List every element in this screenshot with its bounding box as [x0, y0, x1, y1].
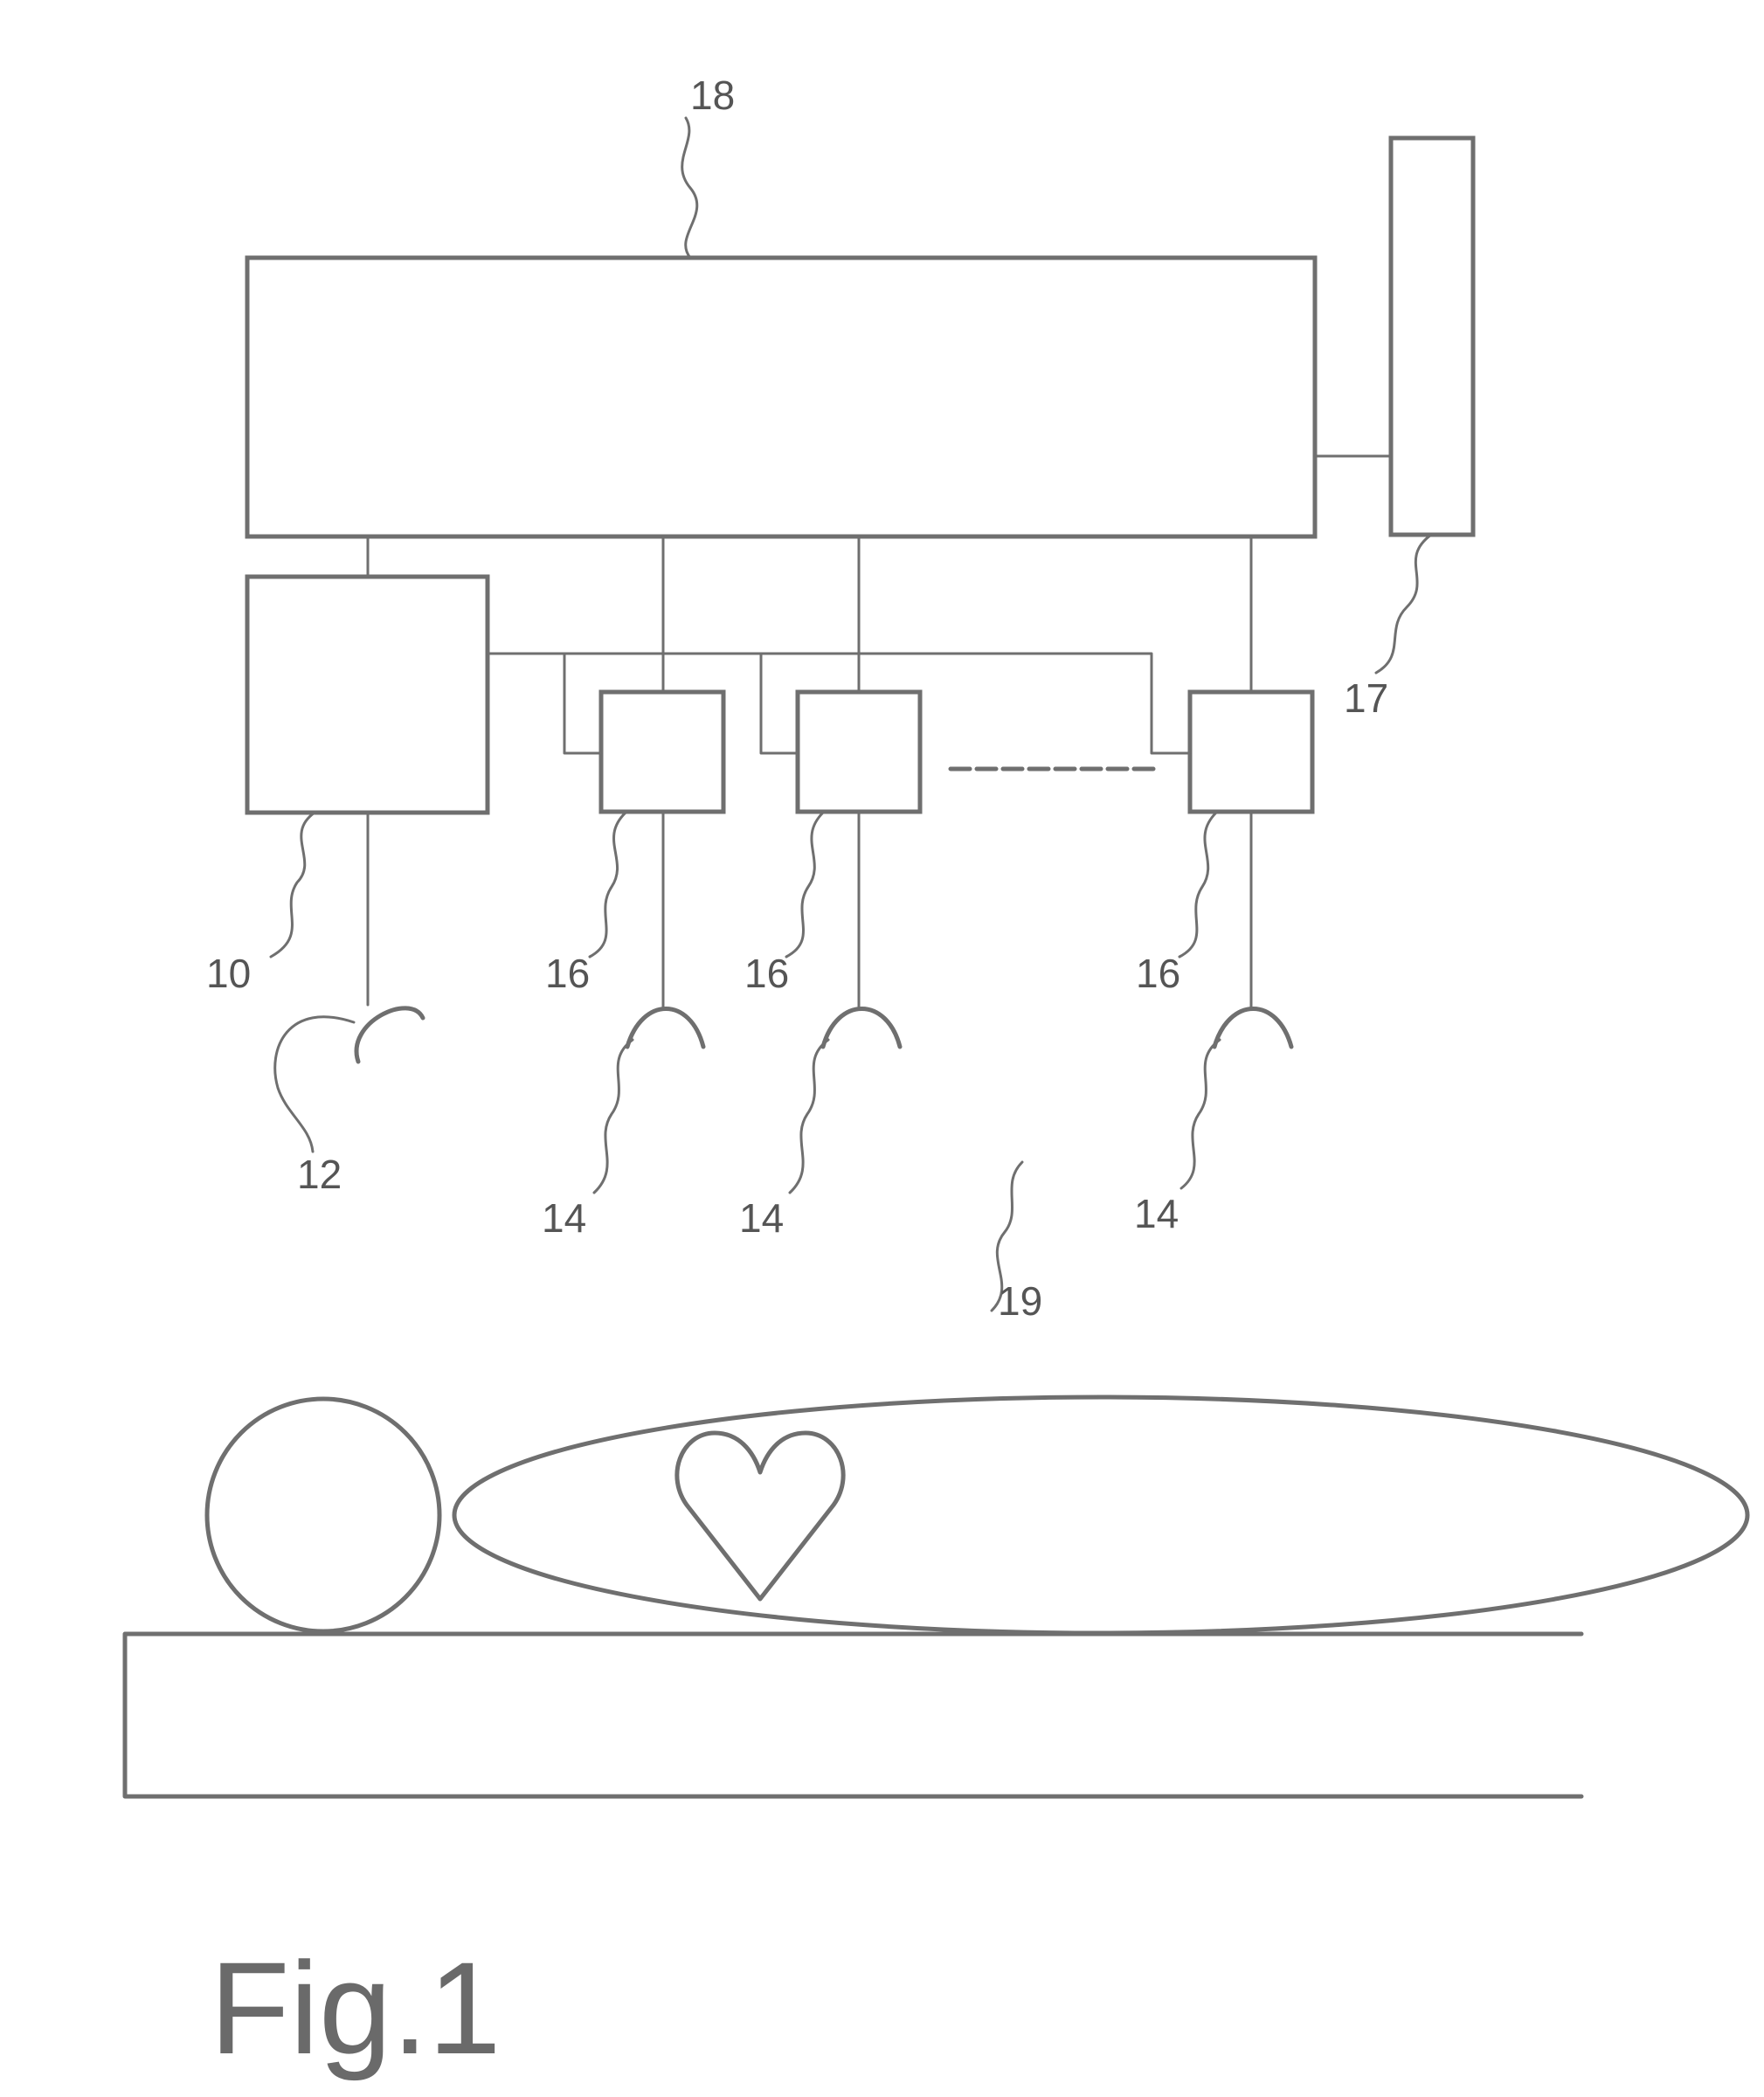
figure-caption: Fig.1 — [210, 1934, 501, 2081]
leader-16-c — [1179, 813, 1216, 957]
leader-17 — [1376, 535, 1431, 673]
label-10: 10 — [206, 951, 251, 996]
leader-18 — [682, 118, 697, 258]
leader-14-a — [594, 1040, 633, 1193]
unit-17-box — [1391, 138, 1473, 535]
patient-body — [454, 1397, 1747, 1633]
bus-drop-b — [761, 654, 798, 753]
bus-drop-a — [564, 654, 601, 753]
electrode-14-a-icon — [627, 1009, 703, 1048]
electrode-12-icon — [356, 1008, 423, 1062]
label-14-b: 14 — [739, 1195, 784, 1241]
label-12: 12 — [297, 1152, 342, 1197]
main-unit-18-box — [247, 258, 1315, 536]
unit-10-box — [247, 577, 488, 813]
electrode-14-c-icon — [1214, 1009, 1291, 1048]
label-19: 19 — [998, 1278, 1042, 1324]
leader-14-c — [1181, 1040, 1220, 1188]
leader-14-b — [790, 1040, 828, 1193]
leader-10 — [271, 813, 315, 957]
label-16-b: 16 — [744, 951, 789, 996]
unit-16-box-b — [798, 692, 920, 812]
leader-12 — [275, 1017, 354, 1152]
label-14-a: 14 — [542, 1195, 586, 1241]
label-16-a: 16 — [545, 951, 590, 996]
label-18: 18 — [690, 73, 735, 118]
unit-16-box-c — [1190, 692, 1312, 812]
electrode-14-b-icon — [823, 1009, 900, 1048]
leader-16-a — [590, 813, 626, 957]
unit-16-box-a — [601, 692, 723, 812]
label-17: 17 — [1344, 675, 1388, 721]
table-outline — [125, 1634, 1581, 1796]
leader-16-b — [786, 813, 823, 957]
patient-head — [207, 1399, 439, 1631]
label-14-c: 14 — [1134, 1191, 1179, 1236]
label-16-c: 16 — [1136, 951, 1180, 996]
heart-icon — [677, 1433, 843, 1599]
